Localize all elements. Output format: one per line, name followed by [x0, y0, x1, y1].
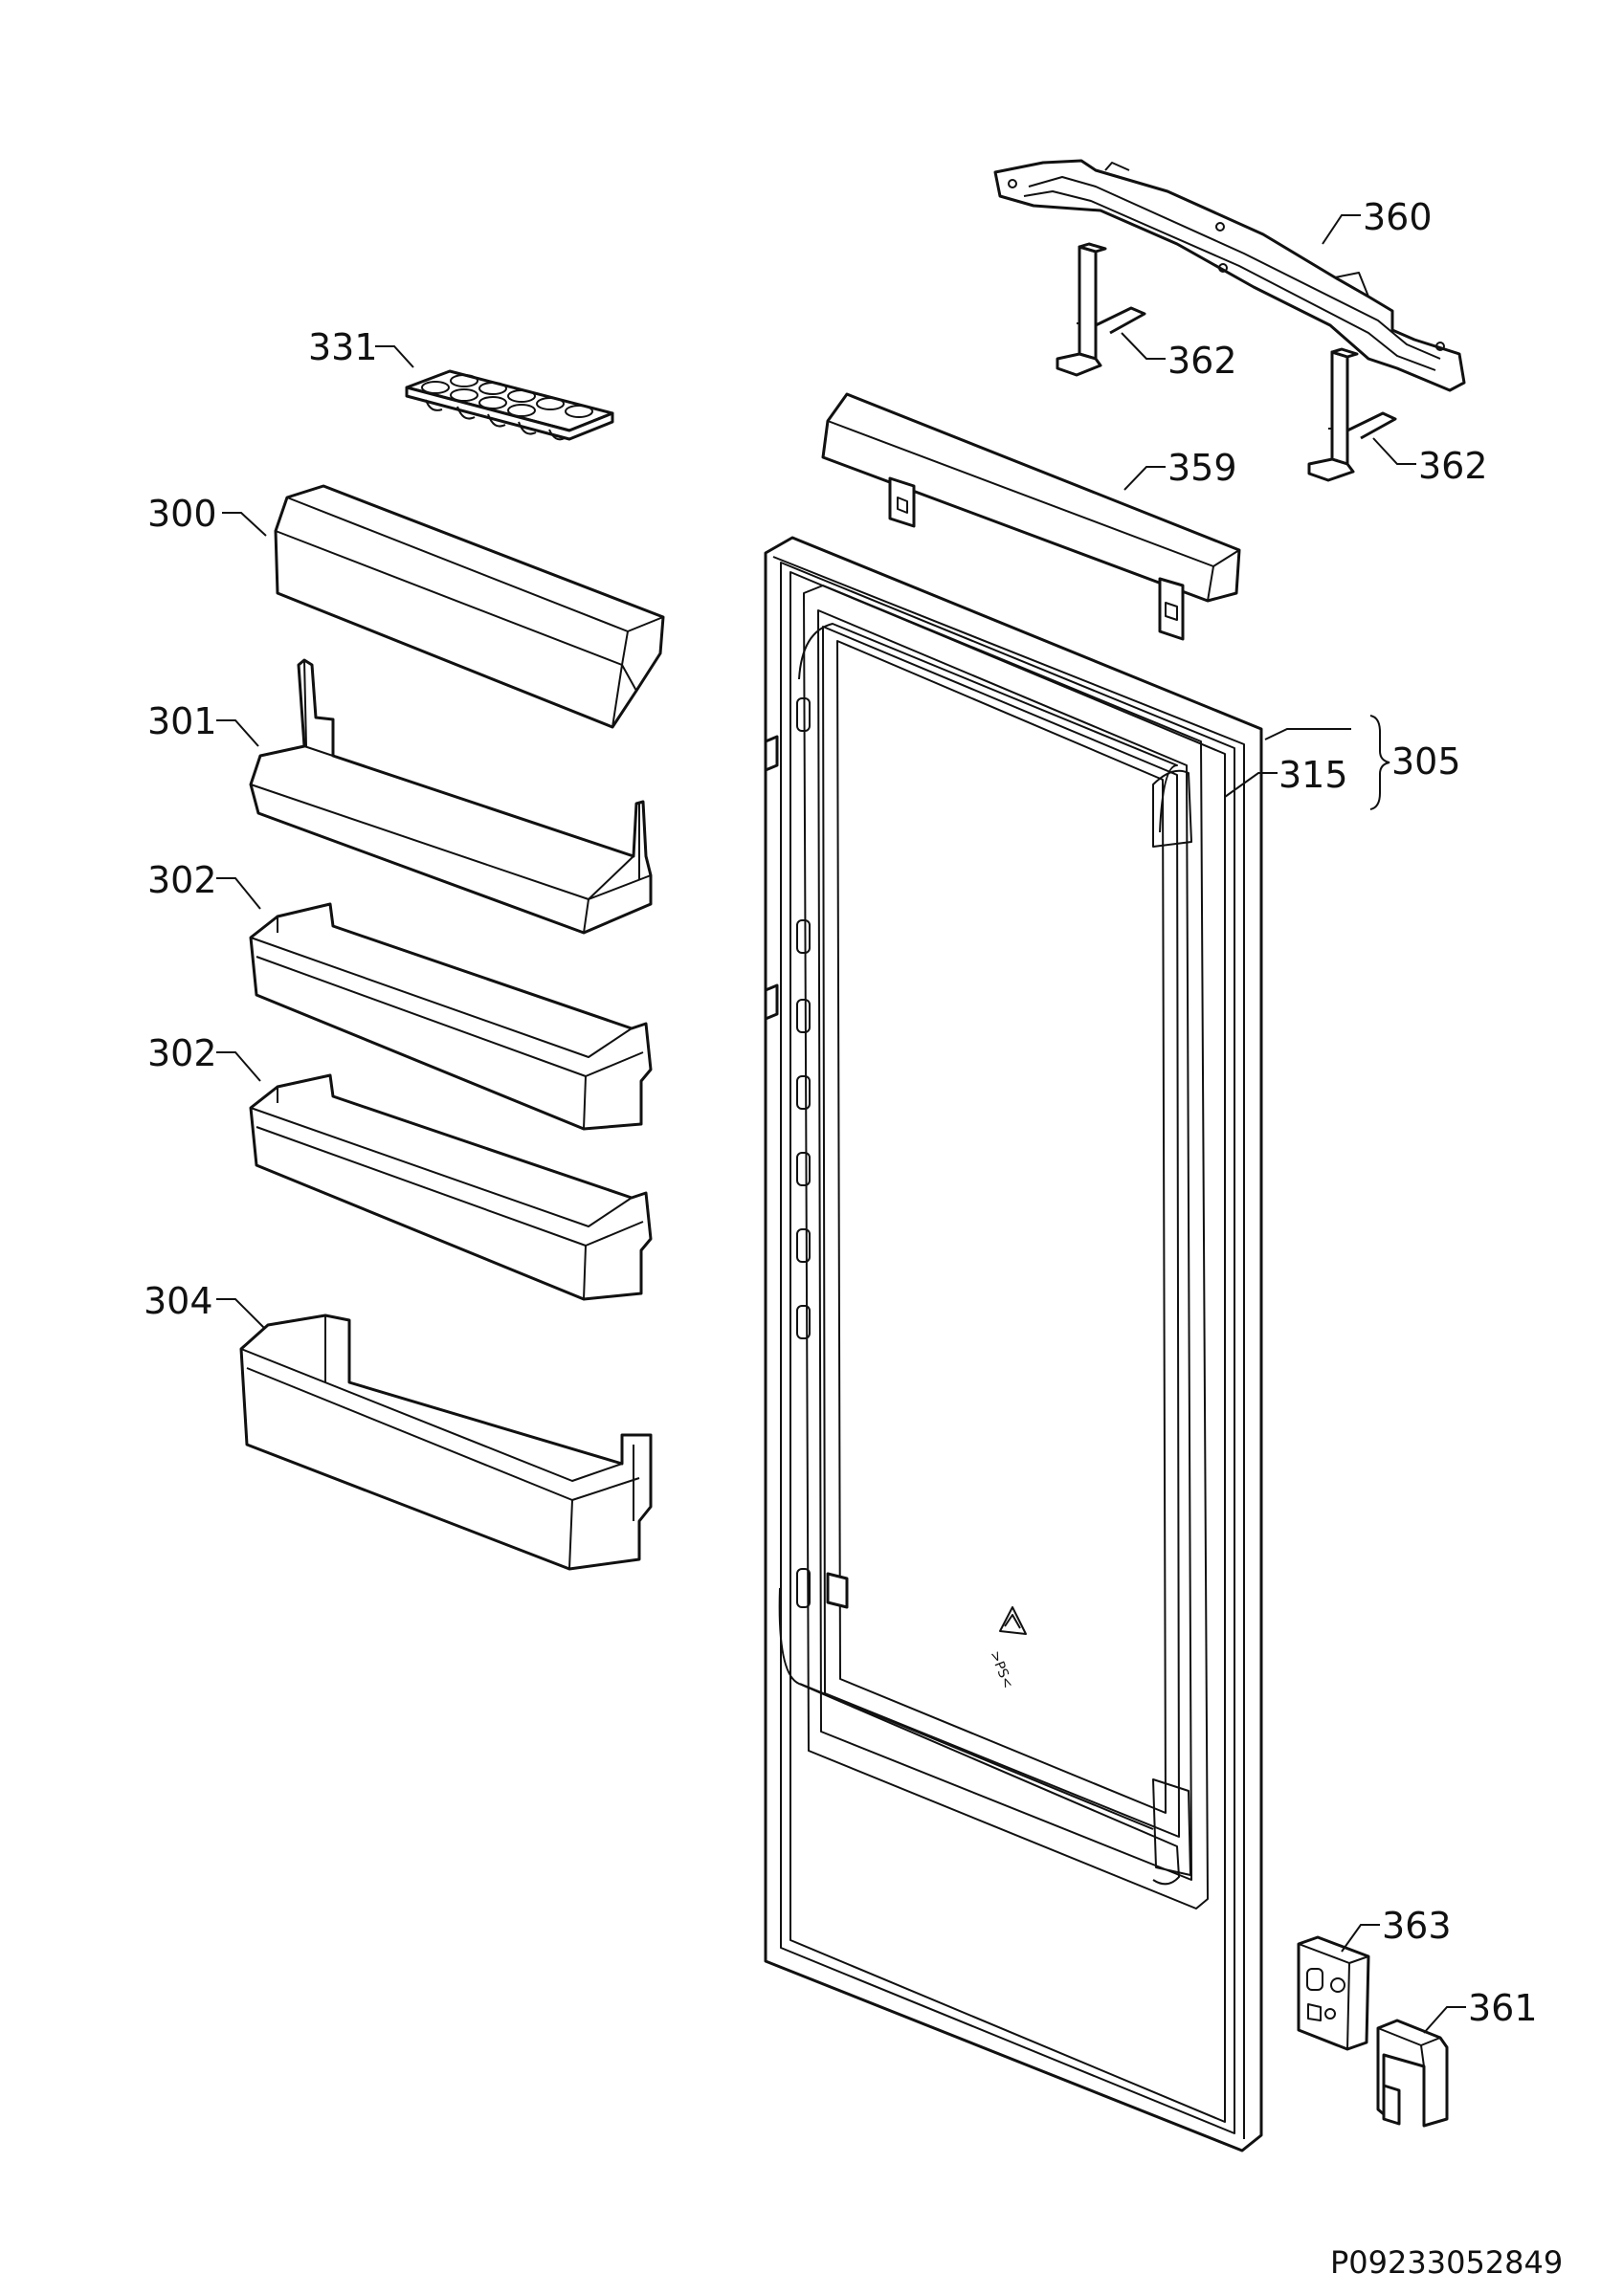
part-300-shelf-cover [274, 484, 665, 729]
part-304-bottle-shelf [239, 1314, 653, 1571]
part-360-hinge-bracket [993, 159, 1466, 392]
leader-301 [216, 719, 259, 747]
part-331-egg-tray [405, 369, 614, 441]
label-362b: 362 [1418, 445, 1488, 487]
label-315: 315 [1278, 754, 1348, 796]
part-305-door: >PS< [764, 536, 1263, 2152]
label-305: 305 [1391, 740, 1461, 783]
label-359: 359 [1167, 447, 1237, 489]
label-331: 331 [308, 326, 378, 368]
leader-302b [216, 1051, 261, 1082]
leader-359 [1123, 466, 1166, 491]
leader-360 [1322, 214, 1361, 245]
label-300: 300 [147, 493, 217, 535]
leader-302a [216, 877, 261, 910]
label-361: 361 [1468, 1987, 1538, 2029]
label-302b: 302 [147, 1032, 217, 1074]
part-302-door-shelf-lower [249, 1073, 653, 1301]
label-362a: 362 [1167, 340, 1237, 382]
leader-305 [1264, 728, 1351, 740]
label-304: 304 [144, 1280, 213, 1322]
part-302-door-shelf-upper [249, 902, 653, 1131]
label-301: 301 [147, 700, 217, 742]
label-363: 363 [1382, 1905, 1452, 1947]
brace-305 [1369, 715, 1390, 810]
leader-363 [1341, 1924, 1380, 1953]
label-360: 360 [1363, 196, 1433, 238]
part-362-hinge-pin-right [1307, 347, 1397, 482]
part-361-hinge-cover [1376, 2019, 1449, 2128]
label-302a: 302 [147, 859, 217, 901]
leader-331 [375, 345, 414, 368]
leader-315 [1224, 772, 1278, 798]
part-359-top-rail [821, 392, 1241, 641]
part-363-hinge-plate [1297, 1935, 1370, 2051]
drawing-code: P09233052849 [1330, 2244, 1563, 2281]
part-301-door-shelf [249, 658, 653, 935]
leader-362a [1121, 332, 1166, 360]
part-362-hinge-pin-left [1056, 242, 1146, 377]
leader-304 [216, 1298, 265, 1329]
part-315-gasket [791, 537, 1262, 730]
leader-361 [1423, 2006, 1466, 2034]
leader-362b [1372, 437, 1416, 465]
leader-300 [222, 512, 267, 537]
